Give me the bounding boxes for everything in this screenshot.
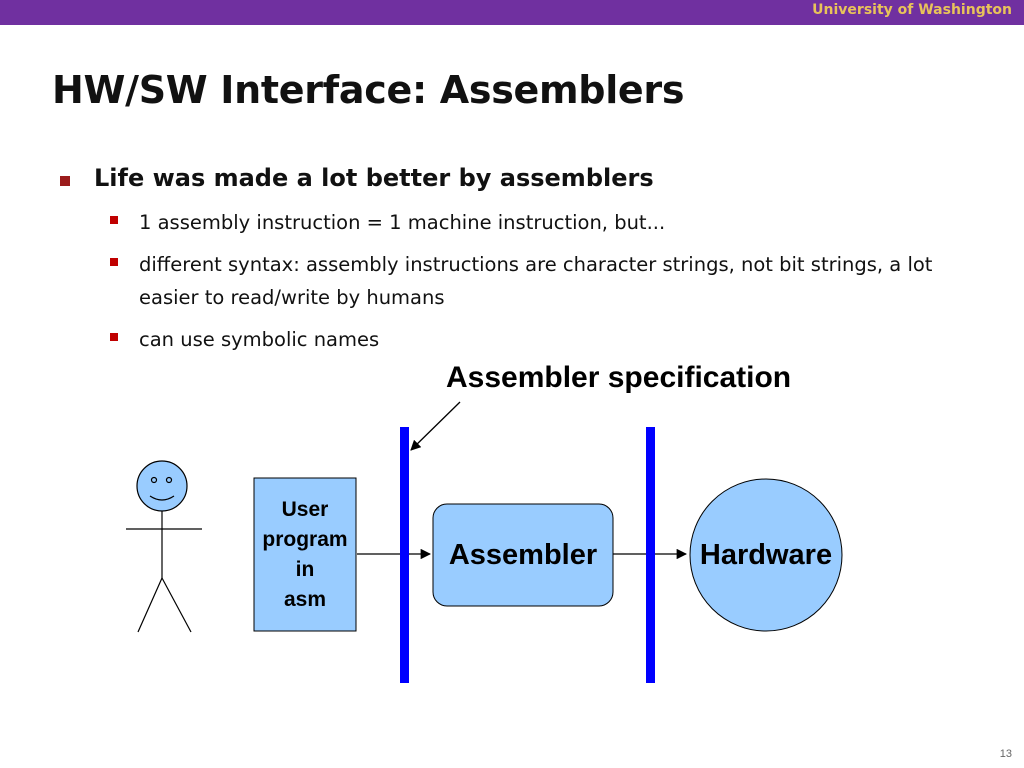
hardware-circle [689, 478, 843, 632]
user-head [136, 460, 188, 512]
user-eye-right [165, 476, 173, 484]
user-leg-right [161, 577, 192, 633]
sub-bullet-marker [110, 258, 118, 266]
sub-bullet-text: 1 assembly instruction = 1 machine instr… [139, 211, 666, 234]
right-divider-bar [646, 427, 655, 683]
user-program-box [253, 477, 357, 632]
assembler-specification-label: Assembler specification [446, 361, 792, 394]
sub-bullet-marker [110, 333, 118, 341]
user-program-line: program [262, 527, 348, 551]
user-smile [149, 495, 175, 501]
page-number: 13 [999, 748, 1012, 760]
user-program-line: User [281, 497, 329, 521]
user-program-line: asm [283, 587, 327, 611]
slide-title: HW/SW Interface: Assemblers [52, 68, 685, 112]
left-divider-bar [400, 427, 409, 683]
assembler-label: Assembler [448, 538, 598, 571]
institution-label: University of Washington [812, 2, 1012, 18]
header-bar: University of Washington [0, 0, 1024, 25]
sub-bullet-text: different syntax: assembly instructions … [139, 253, 933, 309]
specification-pointer-arrow [410, 401, 461, 451]
hardware-label: Hardware [699, 538, 833, 571]
bullet-marker [60, 176, 70, 186]
user-leg-left [137, 577, 163, 633]
user-stick-figure [126, 460, 202, 633]
user-program-label: User program in asm [254, 478, 356, 631]
user-program-line: in [295, 557, 315, 581]
main-bullet-text: Life was made a lot better by assemblers [94, 164, 654, 192]
user-eye-left [150, 476, 158, 484]
sub-bullet-marker [110, 216, 118, 224]
sub-bullet-text: can use symbolic names [139, 328, 380, 351]
assembler-box [432, 503, 614, 607]
